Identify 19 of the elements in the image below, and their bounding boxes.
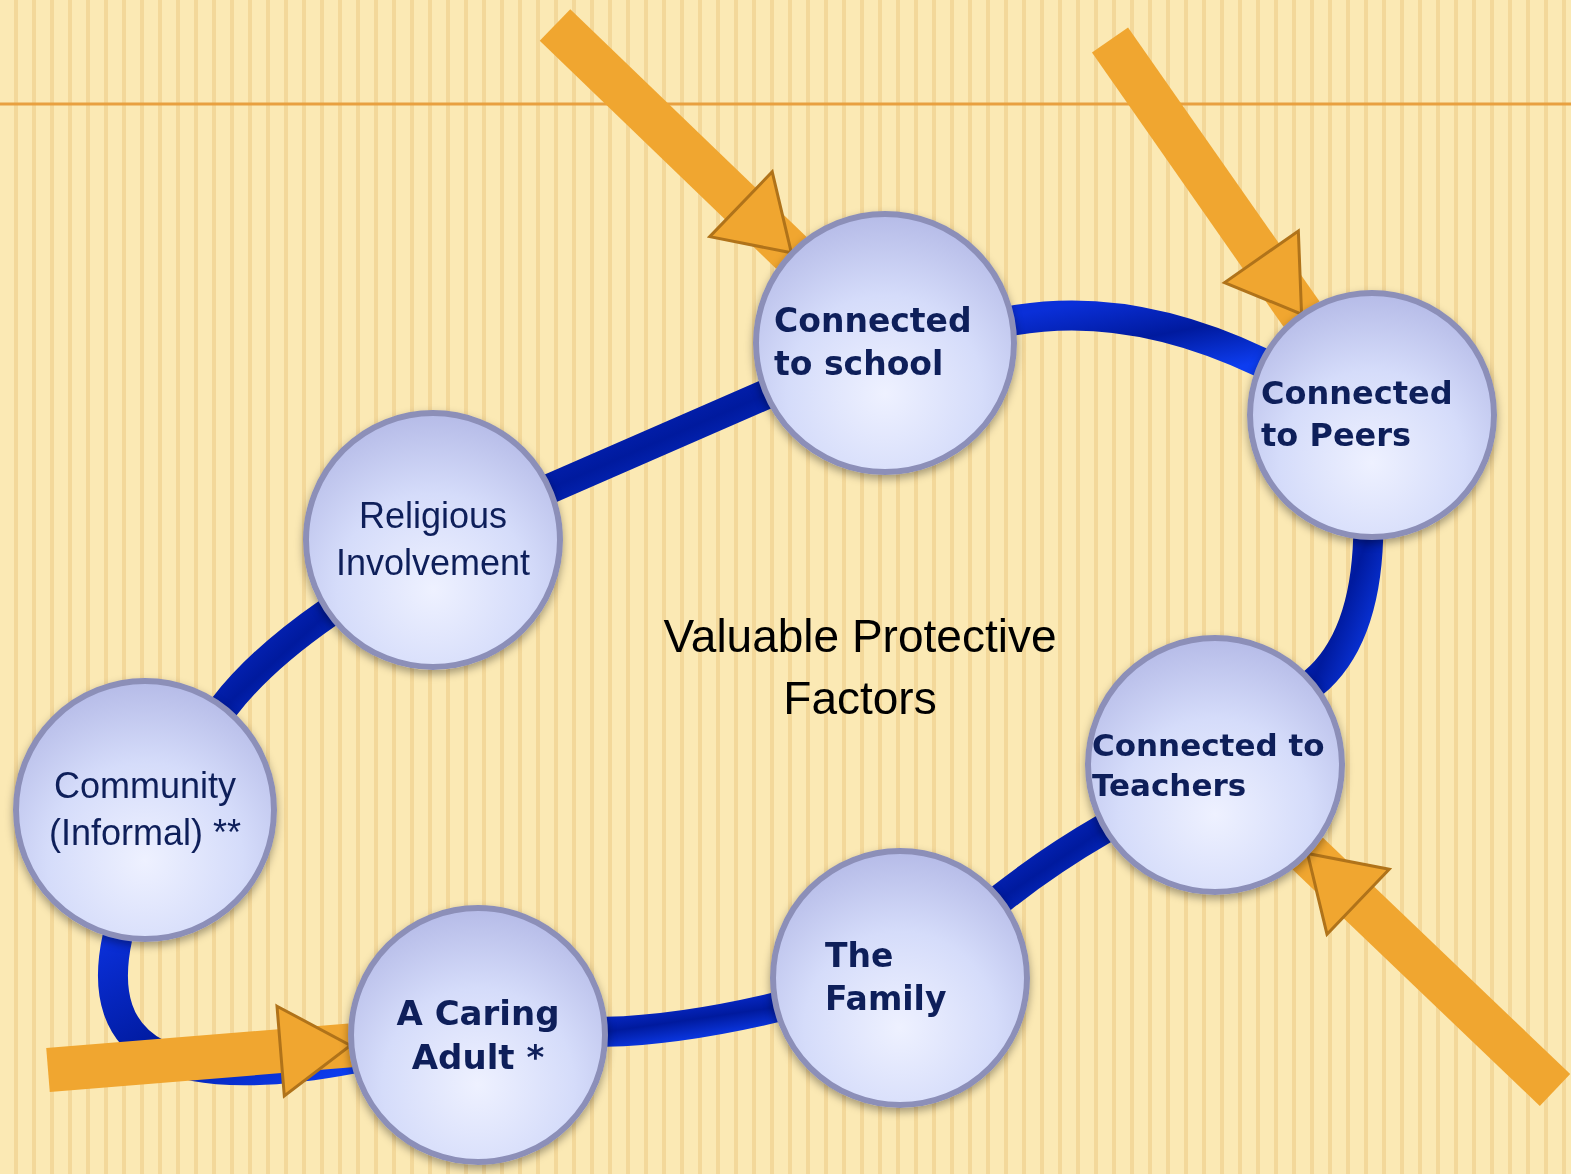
- block-arrow: [1292, 837, 1571, 1106]
- block-arrow: [1091, 27, 1320, 327]
- circle-label: Community (Informal) **: [47, 764, 242, 855]
- circle-label: Connected to Teachers: [1092, 725, 1326, 805]
- ribbon-connector: [1010, 300, 1268, 376]
- ribbon-connector: [544, 380, 772, 503]
- circle-label: Connected to school: [774, 300, 973, 385]
- ribbon-connector: [605, 992, 779, 1047]
- ribbon-connector: [98, 934, 355, 1086]
- ribbon-connector: [991, 815, 1112, 911]
- circle-label: Connected to Peers: [1261, 373, 1454, 456]
- ribbon-connector: [1303, 537, 1384, 695]
- block-arrow: [46, 1004, 353, 1098]
- block-arrow: [539, 9, 807, 269]
- circle-label: The Family: [825, 935, 948, 1020]
- circle-label: Religious Involvement: [334, 494, 532, 585]
- center-title: Valuable Protective Factors: [662, 609, 1058, 727]
- circle-label: A Caring Adult *: [395, 991, 561, 1079]
- ribbon-connector: [212, 600, 337, 717]
